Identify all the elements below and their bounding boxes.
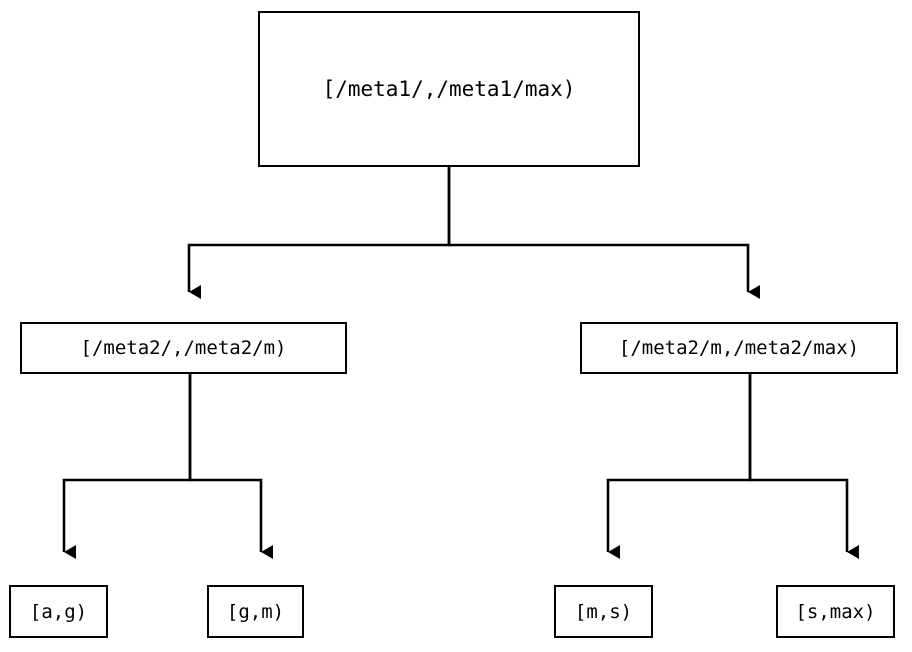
edge-mid-right-to-leaf-ms <box>606 374 752 559</box>
node-leaf-smax[interactable]: [s,max) <box>776 585 895 638</box>
edge-mid-left-to-leaf-ag <box>62 374 192 559</box>
edge-mid-right-to-leaf-smax <box>748 374 859 559</box>
edge-mid-left-to-leaf-gm <box>188 374 273 559</box>
node-root[interactable]: [/meta1/,/meta1/max) <box>258 11 640 167</box>
node-mid-left[interactable]: [/meta2/,/meta2/m) <box>20 322 347 374</box>
edge-root-to-mid-left <box>187 167 451 299</box>
node-leaf-ag[interactable]: [a,g) <box>9 585 108 638</box>
edge-root-to-mid-right <box>447 167 760 299</box>
node-leaf-gm[interactable]: [g,m) <box>207 585 304 638</box>
node-leaf-ms[interactable]: [m,s) <box>554 585 653 638</box>
node-mid-right[interactable]: [/meta2/m,/meta2/max) <box>580 322 898 374</box>
